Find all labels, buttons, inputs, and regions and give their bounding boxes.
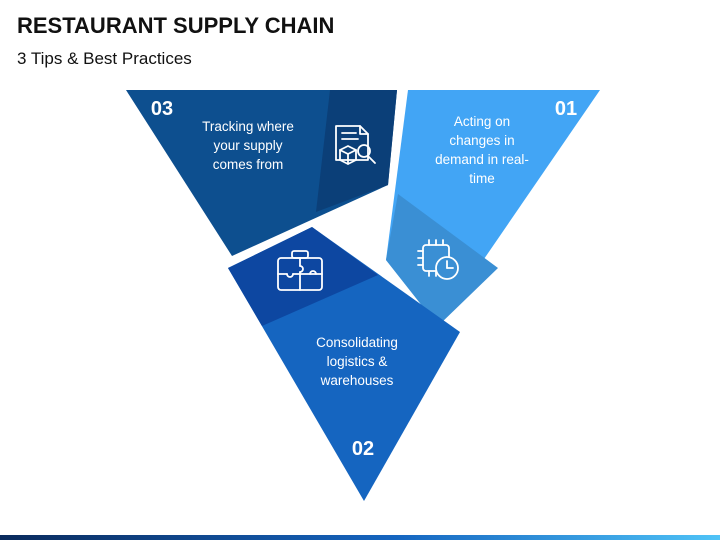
segment-03-line-1: Tracking where [202,119,294,134]
segment-03: 03 Tracking where your supply comes from [126,90,397,256]
segment-02: 02 Consolidating logistics & warehouses [228,227,460,501]
segment-01: 01 Acting on changes in demand in real- … [386,90,600,326]
segment-01-line-3: demand in real- [435,152,529,167]
segment-02-accent [228,227,378,326]
segment-03-line-3: comes from [213,157,284,172]
segment-01-line-2: changes in [449,133,514,148]
footer-accent-bar [0,535,720,540]
segment-02-line-3: warehouses [320,373,394,388]
segment-03-line-2: your supply [213,138,282,153]
chip-clock-icon [417,239,459,280]
segment-03-number: 03 [151,98,173,120]
document-box-search-icon [335,125,376,165]
segment-02-line-1: Consolidating [316,335,398,350]
segment-01-number: 01 [555,98,577,120]
segment-01-line-1: Acting on [454,114,510,129]
puzzle-briefcase-icon [277,250,323,291]
page-subtitle: 3 Tips & Best Practices [17,49,192,68]
segment-01-line-4: time [469,171,495,186]
segment-02-number: 02 [352,438,374,460]
segment-02-line-2: logistics & [327,354,388,369]
page-title: RESTAURANT SUPPLY CHAIN [17,13,335,38]
